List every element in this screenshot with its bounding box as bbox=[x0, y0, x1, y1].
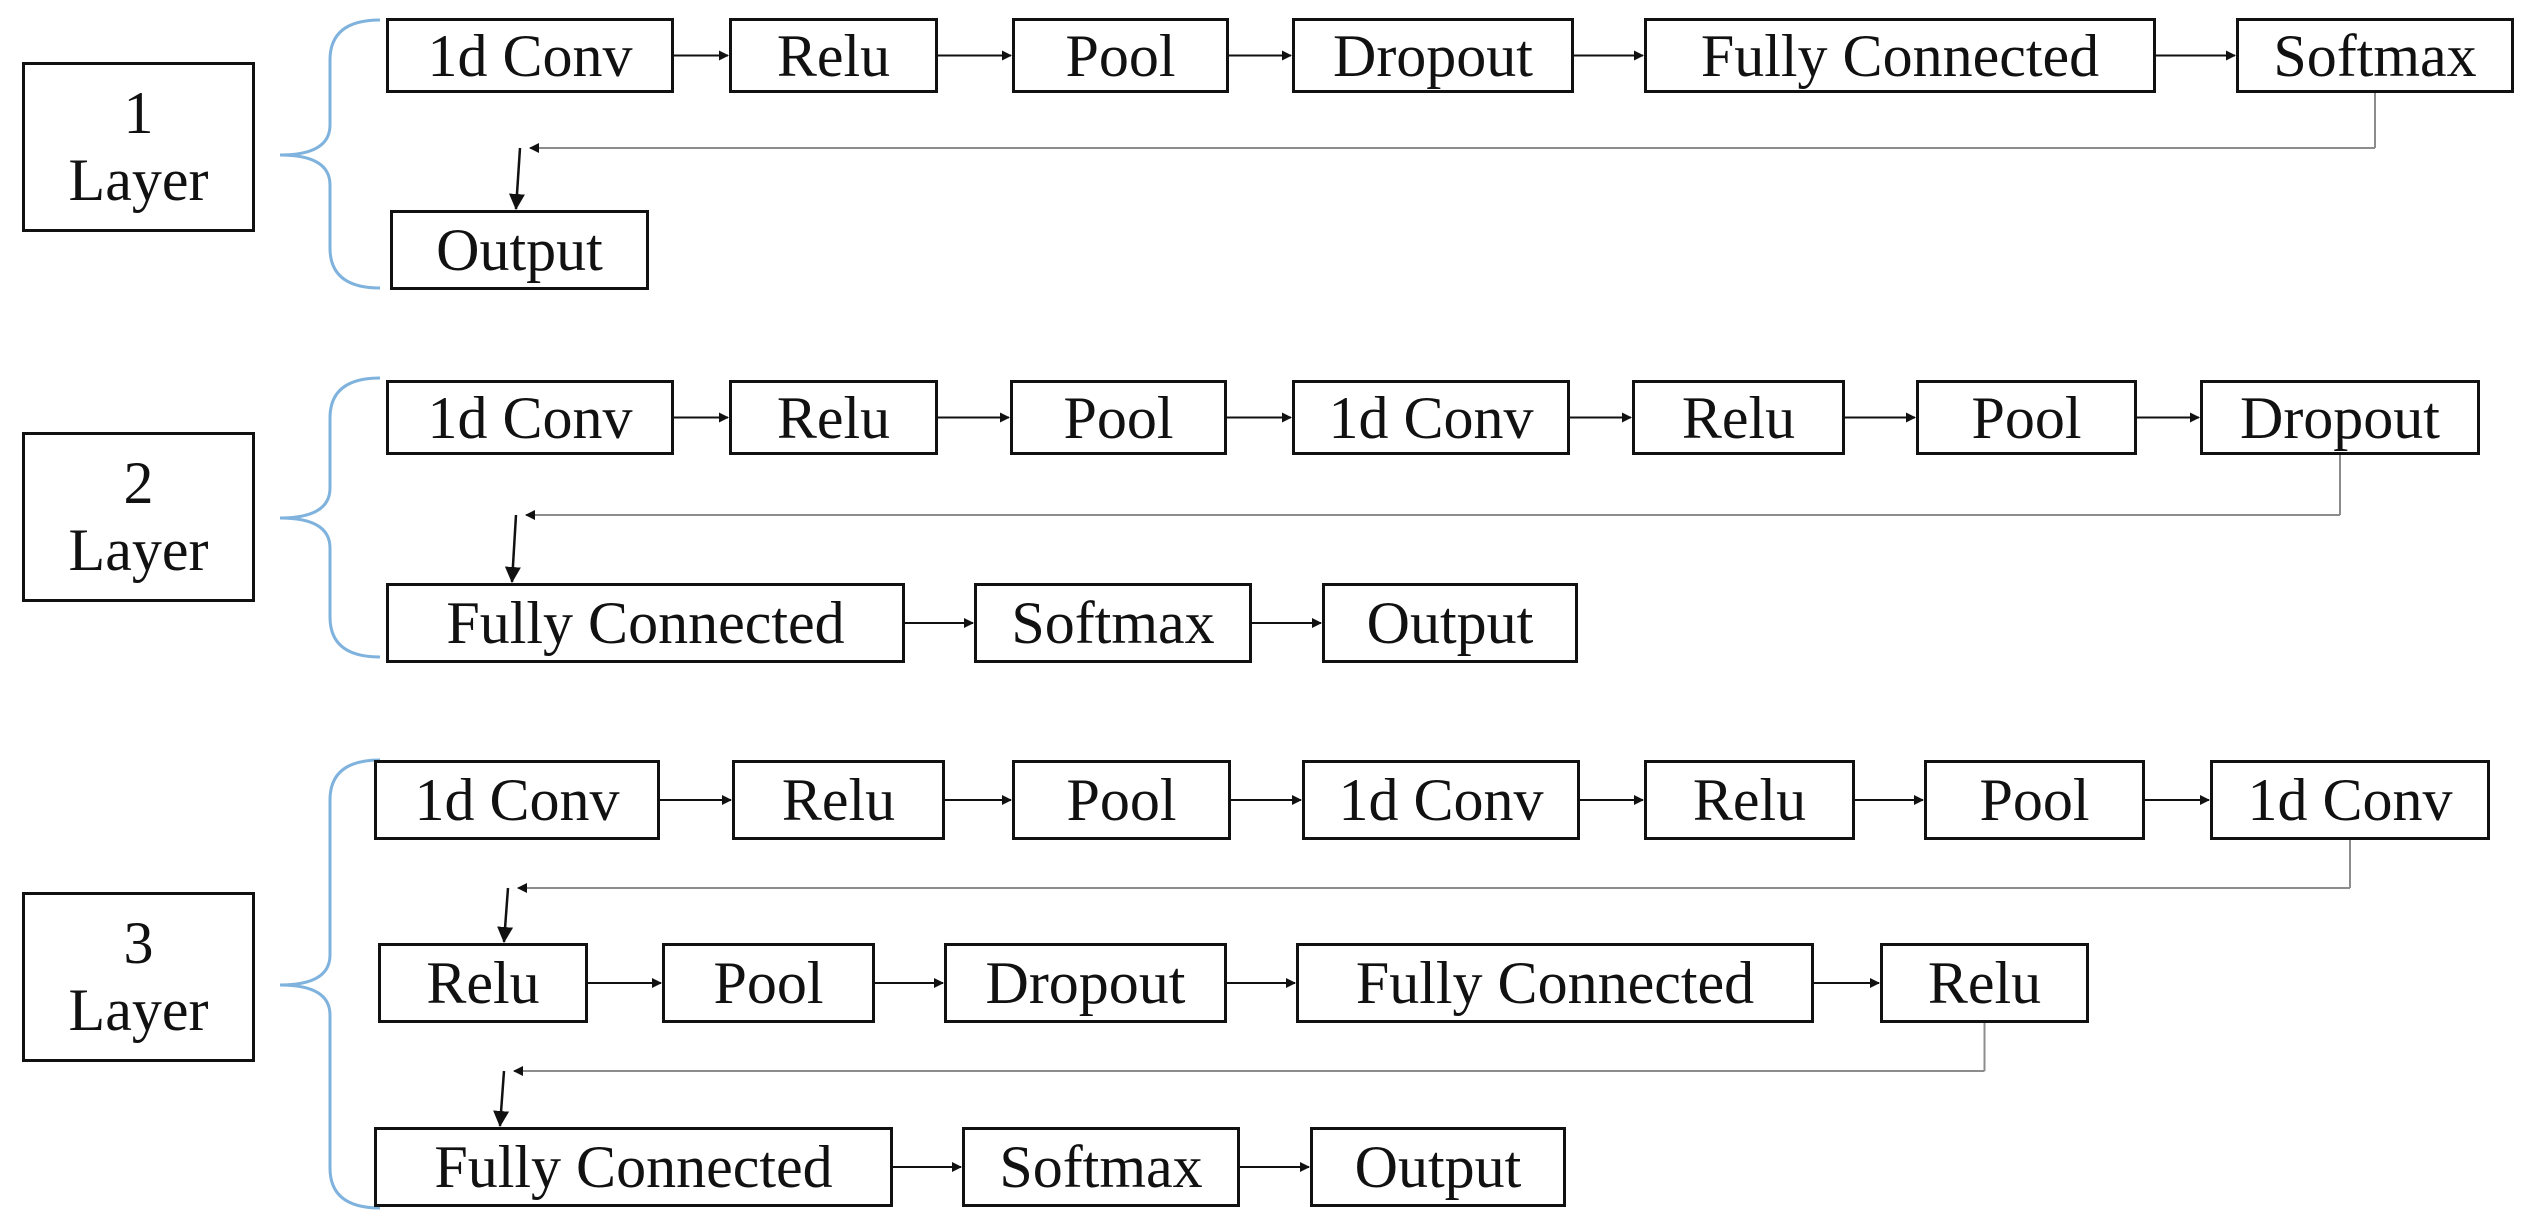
node-output: Output bbox=[1322, 583, 1578, 663]
node-1d-conv: 1d Conv bbox=[1292, 380, 1570, 455]
node-1d-conv: 1d Conv bbox=[1302, 760, 1580, 840]
node-1d-conv: 1d Conv bbox=[386, 380, 674, 455]
node-softmax: Softmax bbox=[962, 1127, 1240, 1207]
group-label-number: 2 bbox=[123, 449, 154, 516]
node-1d-conv: 1d Conv bbox=[2210, 760, 2490, 840]
group-brace-1 bbox=[279, 18, 381, 290]
node-1d-conv: 1d Conv bbox=[374, 760, 660, 840]
node-pool: Pool bbox=[1924, 760, 2145, 840]
node-pool: Pool bbox=[1010, 380, 1227, 455]
node-pool: Pool bbox=[1012, 18, 1229, 93]
node-fully-connected: Fully Connected bbox=[374, 1127, 893, 1207]
node-fully-connected: Fully Connected bbox=[1644, 18, 2156, 93]
node-pool: Pool bbox=[1012, 760, 1231, 840]
node-dropout: Dropout bbox=[1292, 18, 1574, 93]
wrap-arrow bbox=[497, 887, 514, 943]
node-dropout: Dropout bbox=[944, 943, 1227, 1023]
group-brace-3 bbox=[279, 758, 381, 1210]
wrap-arrow bbox=[493, 1070, 510, 1127]
node-relu: Relu bbox=[1632, 380, 1845, 455]
node-1d-conv: 1d Conv bbox=[386, 18, 674, 93]
node-fully-connected: Fully Connected bbox=[1296, 943, 1814, 1023]
node-softmax: Softmax bbox=[2236, 18, 2514, 93]
node-relu: Relu bbox=[1644, 760, 1855, 840]
group-label-word: Layer bbox=[68, 977, 209, 1043]
wrap-arrow bbox=[508, 147, 525, 210]
node-dropout: Dropout bbox=[2200, 380, 2480, 455]
node-fully-connected: Fully Connected bbox=[386, 583, 905, 663]
node-relu: Relu bbox=[1880, 943, 2089, 1023]
node-output: Output bbox=[390, 210, 649, 290]
node-relu: Relu bbox=[732, 760, 945, 840]
node-softmax: Softmax bbox=[974, 583, 1252, 663]
group-label-word: Layer bbox=[68, 147, 209, 213]
node-pool: Pool bbox=[1916, 380, 2137, 455]
node-relu: Relu bbox=[378, 943, 588, 1023]
group-brace-2 bbox=[279, 376, 381, 659]
group-label-number: 1 bbox=[123, 79, 154, 146]
node-relu: Relu bbox=[729, 18, 938, 93]
group-label-number: 3 bbox=[123, 909, 154, 976]
node-output: Output bbox=[1310, 1127, 1566, 1207]
node-relu: Relu bbox=[729, 380, 938, 455]
wrap-arrow bbox=[504, 514, 521, 583]
node-pool: Pool bbox=[662, 943, 875, 1023]
group-label-word: Layer bbox=[68, 517, 209, 583]
